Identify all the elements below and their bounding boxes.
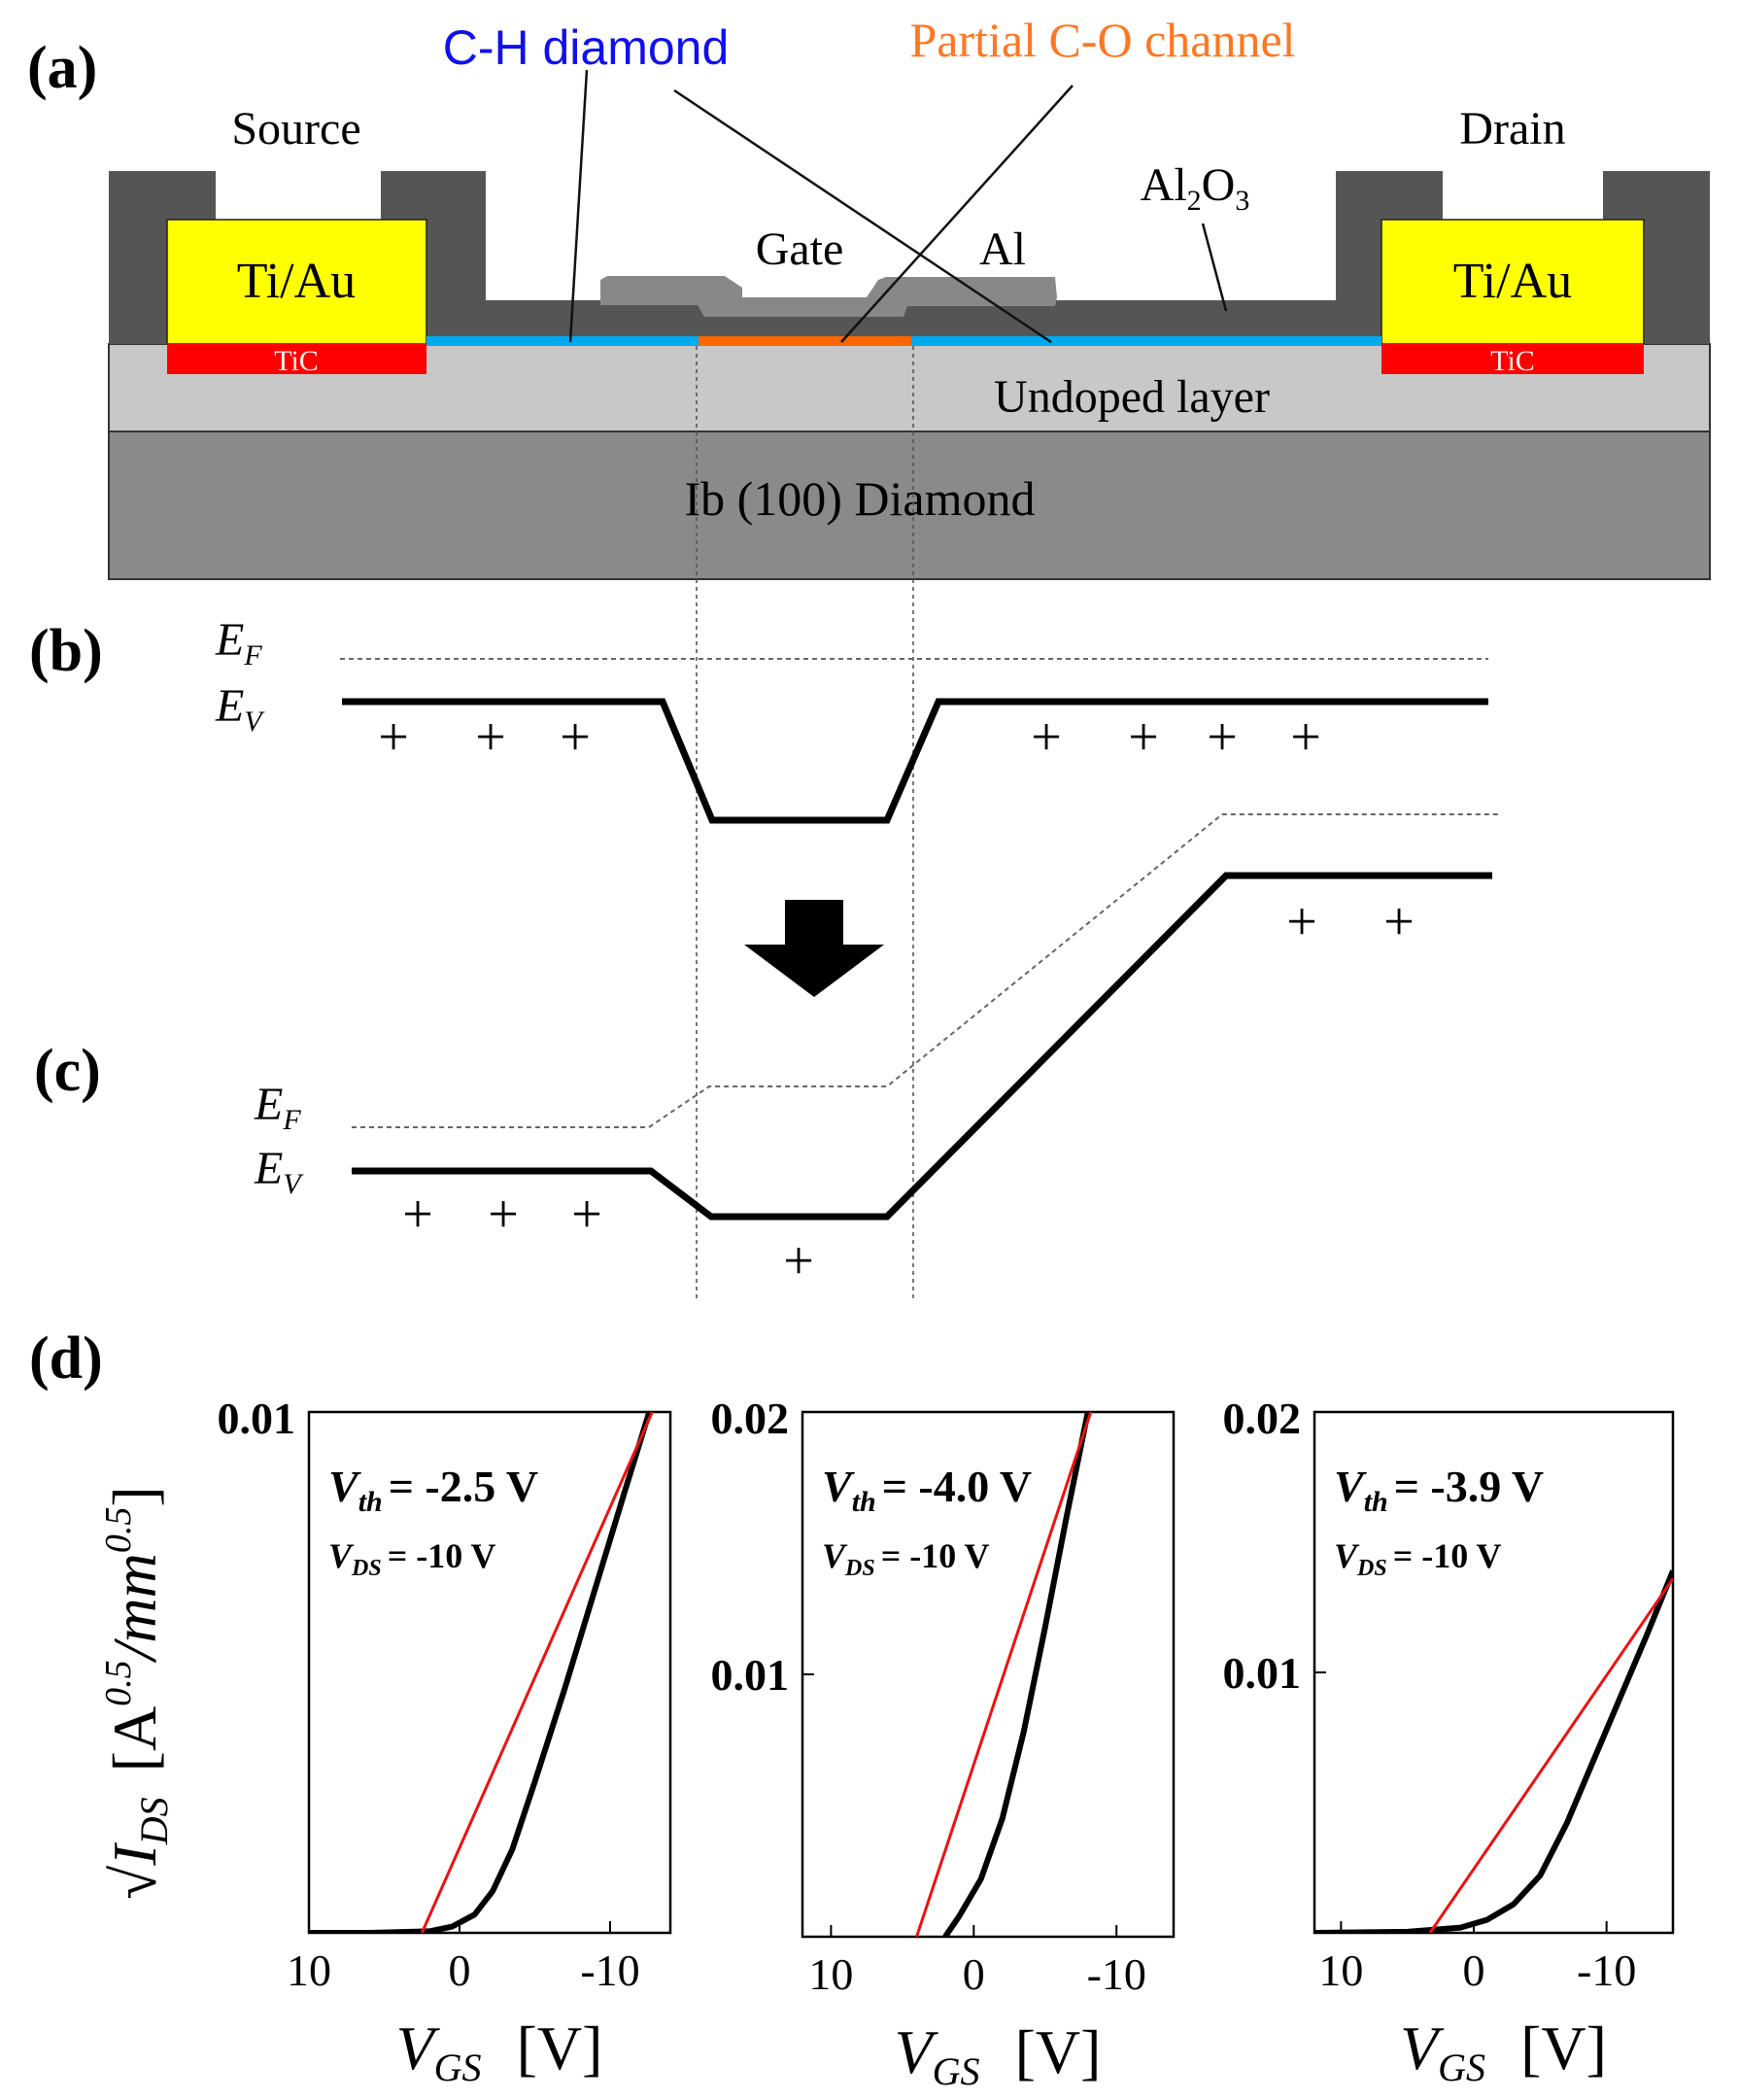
measured-curve <box>1314 1569 1673 1933</box>
gate-label: Gate <box>756 224 844 275</box>
hole-plus: + <box>1207 707 1238 768</box>
chart-3: 0.02 0.01 10 0 -10 Vth= -3.9 V VDS= -10 V VGS[V… <box>1223 1394 1675 2089</box>
hole-plus: + <box>1031 707 1062 768</box>
ev-label-c: EV <box>254 1143 304 1200</box>
hole-plus: + <box>402 1185 433 1245</box>
source-contact-tic <box>167 344 426 374</box>
x-tick-label: 0 <box>963 1949 985 1999</box>
ch-diamond-layer-left <box>426 336 699 346</box>
hole-plus: + <box>1383 892 1415 952</box>
device-cross-section: (a) Source Drain C-H diamond Partial C-O… <box>27 13 1711 580</box>
vth-annotation: Vth= -4.0 V <box>822 1462 1032 1518</box>
hole-plus: + <box>1290 707 1321 768</box>
panel-label-b: (b) <box>29 618 103 684</box>
hole-plus: + <box>378 707 409 768</box>
hole-plus: + <box>1128 707 1159 768</box>
y-tick-label: 0.02 <box>1223 1394 1302 1443</box>
measured-curve <box>942 1412 1091 1937</box>
valence-band-c <box>352 872 1492 1221</box>
hole-plus: + <box>488 1185 519 1245</box>
plot-frame <box>307 1410 672 1935</box>
band-diagram-b: (b) EF EV + + + + + + + <box>29 614 1488 824</box>
x-tick-label: -10 <box>580 1945 639 1995</box>
leader-co <box>840 85 1074 343</box>
ch-diamond-label: C-H diamond <box>443 20 730 75</box>
chart-1: 0.01 10 0 -10 Vth= -2.5 V VDS= -10 V VGS[V] <box>218 1394 672 2089</box>
source-tic-label: TiC <box>274 345 319 377</box>
ev-label-b: EV <box>215 680 265 738</box>
hole-plus: + <box>475 707 506 768</box>
x-tick-label: 0 <box>449 1945 471 1995</box>
ch-diamond-layer-right <box>911 336 1381 346</box>
source-contact-tiau <box>166 219 427 345</box>
vth-annotation: Vth= -3.9 V <box>1334 1462 1544 1518</box>
hole-plus: + <box>1286 892 1317 952</box>
drain-tic-label: TiC <box>1490 345 1535 377</box>
y-tick-label: 0.01 <box>711 1650 790 1700</box>
undoped-layer-label: Undoped layer <box>994 371 1270 423</box>
valence-band-b <box>342 698 1488 824</box>
hole-plus: + <box>571 1185 602 1245</box>
al2o3-label: Al2O3 <box>1141 159 1250 217</box>
measured-curve <box>309 1412 653 1933</box>
co-channel-layer <box>699 336 911 346</box>
x-tick-label: 10 <box>287 1945 331 1995</box>
x-axis-label: VGS[V] <box>895 2017 1102 2093</box>
substrate-layer <box>108 430 1711 580</box>
vds-annotation: VDS= -10 V <box>328 1536 496 1581</box>
al-label: Al <box>979 224 1026 275</box>
y-tick-label: 0.02 <box>711 1394 790 1443</box>
hole-plus: + <box>783 1231 814 1291</box>
x-tick-label: -10 <box>1577 1945 1636 1995</box>
vth-annotation: Vth= -2.5 V <box>328 1462 538 1518</box>
y-tick-label: 0.01 <box>1223 1648 1302 1698</box>
ef-label-b: EF <box>215 614 262 671</box>
source-tiau-label: Ti/Au <box>237 254 356 309</box>
leader-ch-right <box>673 88 1052 344</box>
y-axis-label: √IDS[A0.5/mm0.5] <box>98 1486 176 1899</box>
svg-text:√IDS[A0.5/mm0.5]: √IDS[A0.5/mm0.5] <box>98 1486 176 1899</box>
hole-plus: + <box>560 707 591 768</box>
chart-2: 0.02 0.01 10 0 -10 Vth= -4.0 V VDS= -10 V VGS[V… <box>711 1394 1176 2093</box>
linear-fit-line <box>420 1412 654 1933</box>
drain-tiau-label: Ti/Au <box>1453 254 1572 309</box>
drain-label: Drain <box>1459 103 1565 155</box>
linear-fit-line <box>915 1412 1093 1937</box>
panel-label-c: (c) <box>34 1038 101 1104</box>
linear-fit-line <box>1428 1577 1673 1933</box>
x-tick-label: 10 <box>1318 1945 1363 1995</box>
x-axis-label: VGS[V] <box>396 2014 603 2089</box>
ef-label-c: EF <box>254 1079 301 1136</box>
panel-label-a: (a) <box>27 35 97 101</box>
source-label: Source <box>231 103 360 155</box>
leader-al2o3 <box>1201 223 1228 312</box>
y-tick-label: 0.01 <box>218 1394 296 1443</box>
fermi-level-c <box>352 813 1500 1128</box>
vds-annotation: VDS= -10 V <box>1334 1536 1502 1581</box>
partial-co-channel-label: Partial C-O channel <box>909 13 1295 67</box>
drain-contact-tic <box>1381 344 1644 374</box>
vds-annotation: VDS= -10 V <box>822 1536 990 1581</box>
leader-ch-left <box>568 69 589 343</box>
x-tick-label: -10 <box>1087 1949 1146 1999</box>
x-axis-label: VGS[V] <box>1400 2014 1607 2089</box>
down-arrow-icon <box>744 900 884 997</box>
al2o3-layer <box>109 171 1710 344</box>
gate-metal <box>600 276 1057 317</box>
panel-label-d: (d) <box>29 1325 103 1392</box>
x-tick-label: 0 <box>1463 1945 1485 1995</box>
band-diagram-c: (c) EF EV + + + + + + <box>34 813 1500 1291</box>
substrate-label: Ib (100) Diamond <box>684 471 1035 526</box>
x-tick-label: 10 <box>808 1949 853 1999</box>
